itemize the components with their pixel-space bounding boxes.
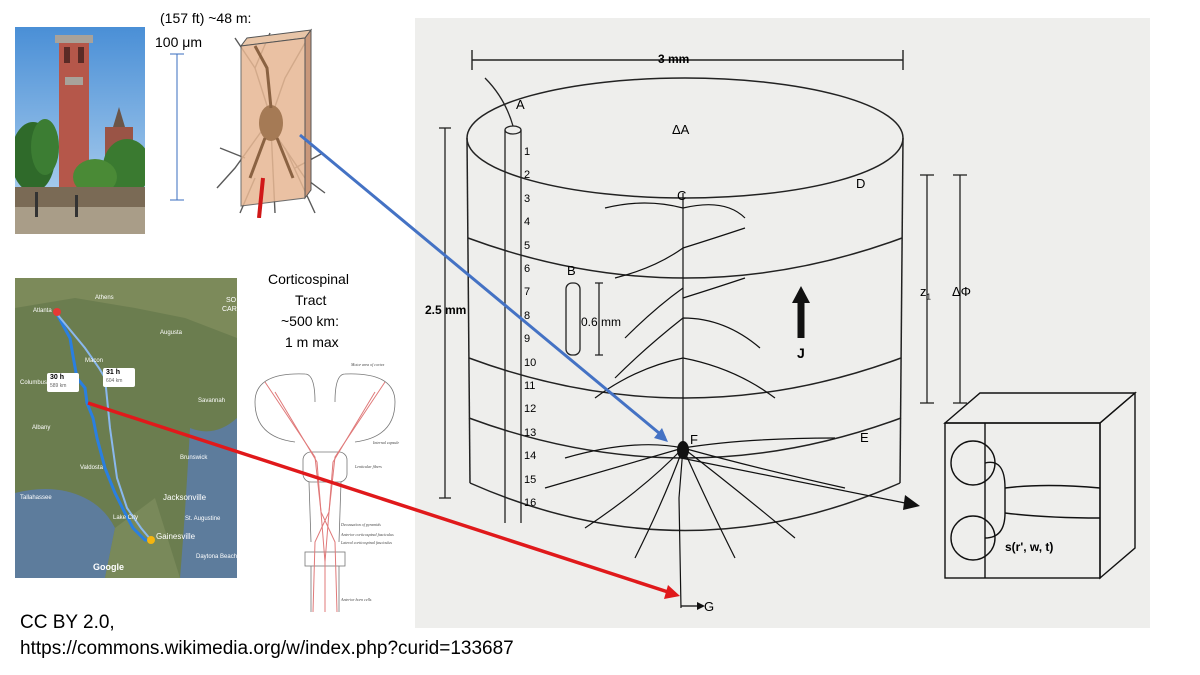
z1-subscript: 1 (926, 292, 931, 302)
electrode-contact-2: 2 (524, 169, 531, 182)
width-3mm-label: 3 mm (658, 52, 690, 66)
source-label: s(r', w, t) (1005, 540, 1054, 554)
route-a-time: 30 h (50, 374, 65, 381)
tract-label-motor-area: Motor area of cortex (350, 362, 385, 367)
label-b: B (567, 263, 576, 278)
route-b-chip: 31 h 604 km (103, 368, 135, 387)
label-f: F (690, 432, 698, 447)
tract-label-lenticular: Lenticular fibers (354, 464, 382, 469)
electrode-contact-14: 14 (524, 450, 537, 463)
map-city-tallahassee: Tallahassee (20, 495, 52, 501)
route-a-distance: 589 km (50, 383, 67, 389)
map-edge-label-so: SO (226, 297, 237, 304)
electrode-contact-6: 6 (524, 263, 531, 275)
electrode-contact-15: 15 (524, 473, 537, 486)
scale-100um-label: 100 μm (155, 34, 202, 50)
tower-height-label: (157 ft) ~48 m: (160, 10, 252, 26)
electrode-contact-16: 16 (524, 497, 537, 509)
map-city-gainesville: Gainesville (156, 532, 196, 541)
height-2-5mm-label: 2.5 mm (425, 303, 467, 317)
z1-letter: z (920, 284, 927, 299)
google-brand: Google (93, 562, 124, 572)
label-e: E (860, 430, 869, 445)
map-city-columbus: Columbus (20, 380, 48, 386)
delta-a-label: ΔA (672, 122, 690, 137)
map-city-daytona-beach: Daytona Beach (196, 554, 238, 560)
tract-label-internal-capsule: Internal capsule (372, 440, 399, 445)
electrode-contact-1: 1 (524, 146, 531, 158)
tract-label-anterior-fasciculus: Anterior corticospinal fasciculus (340, 532, 394, 537)
map-edge-label-car: CAR (222, 306, 237, 313)
electrode-contact-10: 10 (524, 356, 537, 369)
segment-0-6mm-label: 0.6 mm (581, 315, 622, 329)
tower-scale-bar (170, 53, 184, 201)
tract-caption-3: ~500 km: (281, 313, 339, 329)
electrode-contact-7: 7 (524, 286, 531, 299)
map-city-savannah: Savannah (198, 398, 226, 404)
route-a-chip: 30 h 589 km (47, 373, 79, 392)
route-b-time: 31 h (106, 369, 121, 376)
map-city-st-augustine: St. Augustine (185, 516, 221, 522)
map-city-atlanta: Atlanta (33, 308, 52, 314)
map-city-macon: Macon (85, 358, 104, 364)
map-city-valdosta: Valdosta (80, 465, 103, 471)
label-d: D (856, 176, 866, 191)
electrode-contact-8: 8 (524, 309, 531, 322)
label-g: G (704, 599, 715, 614)
electrode-contact-5: 5 (524, 239, 531, 252)
map-city-jacksonville: Jacksonville (163, 493, 207, 502)
z1-label: z1 (920, 284, 931, 302)
bell-tower-photo (15, 27, 145, 234)
electrode-contact-11: 11 (524, 380, 536, 392)
tract-label-anterior-horn: Anterior horn cells (340, 597, 372, 602)
corticospinal-tract-illustration: Motor area of cortex Internal capsule Le… (254, 362, 399, 613)
cortical-column-diagram (415, 18, 1150, 628)
tract-label-lateral-fasciculus: Lateral corticospinal fasciculus (340, 540, 392, 545)
label-a: A (516, 97, 525, 112)
electrode-contact-4: 4 (524, 216, 531, 229)
map-city-albany: Albany (32, 425, 51, 431)
electrode-contact-13: 13 (524, 426, 537, 439)
delta-phi-label: ΔΦ (952, 284, 972, 299)
electrode-contact-9: 9 (524, 333, 531, 346)
route-b-distance: 604 km (106, 378, 123, 384)
map-city-athens: Athens (95, 295, 114, 301)
map-city-lake-city: Lake City (113, 515, 139, 521)
neuron-cuboid-illustration (215, 28, 327, 218)
tract-caption-1: Corticospinal (268, 271, 349, 287)
credit-license: CC BY 2.0, (20, 612, 115, 633)
tract-caption-2: Tract (295, 292, 327, 308)
label-c: C (677, 188, 687, 203)
tract-label-decussation: Decussation of pyramids (340, 522, 381, 527)
current-j-label: J (797, 345, 805, 361)
electrode-contact-3: 3 (524, 192, 531, 205)
tract-caption-4: 1 m max (285, 334, 339, 350)
map-city-augusta: Augusta (160, 330, 183, 336)
electrode-contact-12: 12 (524, 403, 537, 416)
map-city-brunswick: Brunswick (180, 455, 208, 461)
credit-url[interactable]: https://commons.wikimedia.org/w/index.ph… (20, 638, 514, 659)
